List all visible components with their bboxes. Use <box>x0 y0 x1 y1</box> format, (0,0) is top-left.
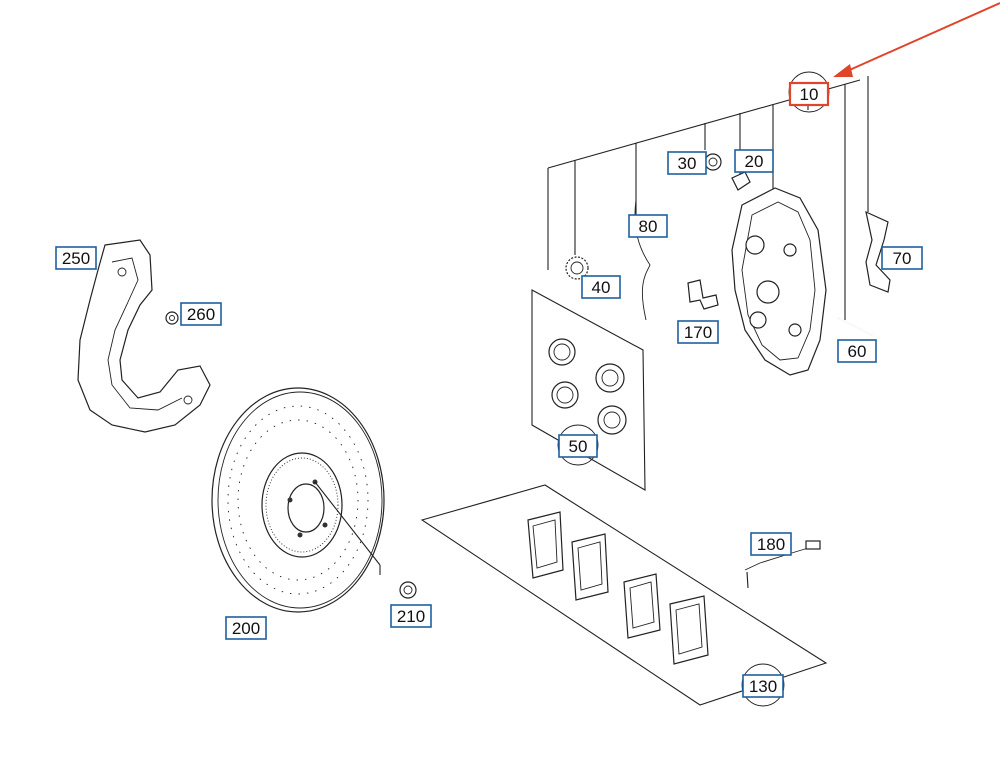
callout-label-30: 30 <box>678 154 697 173</box>
callout-label-10: 10 <box>800 85 819 104</box>
callout-label-250: 250 <box>62 249 90 268</box>
brake-pad-2 <box>571 533 609 601</box>
callout-label-60: 60 <box>848 342 867 361</box>
callout-250[interactable]: 250 <box>55 246 97 270</box>
callout-260[interactable]: 260 <box>180 302 222 326</box>
highlight-arrow <box>833 2 1000 77</box>
wear-sensor-180 <box>744 540 821 589</box>
callout-label-200: 200 <box>232 619 260 638</box>
callout-30[interactable]: 30 <box>667 151 707 175</box>
pin-60 <box>837 317 873 336</box>
callout-50[interactable]: 50 <box>557 424 599 466</box>
brake-pad-1 <box>527 511 564 579</box>
callout-label-20: 20 <box>745 152 764 171</box>
callout-210[interactable]: 210 <box>390 604 432 628</box>
brake-pad-panel <box>420 484 828 706</box>
callout-60[interactable]: 60 <box>837 339 877 363</box>
nut-210 <box>399 581 417 599</box>
brake-pad-4 <box>669 595 709 665</box>
brake-disc <box>211 387 385 613</box>
brake-pad-3 <box>623 573 661 639</box>
callout-label-130: 130 <box>749 677 777 696</box>
dust-cap-40 <box>565 256 589 280</box>
callout-label-170: 170 <box>684 323 712 342</box>
callout-80[interactable]: 80 <box>628 214 668 238</box>
bolt-170 <box>687 279 719 310</box>
dust-shield <box>77 239 211 433</box>
bolt-260 <box>165 311 179 325</box>
callout-20[interactable]: 20 <box>734 149 774 173</box>
callout-label-70: 70 <box>893 249 912 268</box>
callout-label-180: 180 <box>757 535 785 554</box>
callout-200[interactable]: 200 <box>225 616 267 640</box>
callout-label-80: 80 <box>639 217 658 236</box>
callout-130[interactable]: 130 <box>741 663 785 707</box>
callout-180[interactable]: 180 <box>750 532 792 556</box>
callout-label-40: 40 <box>592 278 611 297</box>
callout-70[interactable]: 70 <box>881 246 923 270</box>
callout-label-50: 50 <box>569 437 588 456</box>
callout-170[interactable]: 170 <box>677 320 719 344</box>
bushing-30 <box>704 153 722 171</box>
callout-label-210: 210 <box>397 607 425 626</box>
brake-caliper <box>731 187 827 376</box>
callout-10[interactable]: 10 <box>788 71 830 113</box>
callout-40[interactable]: 40 <box>581 275 621 299</box>
clip-70 <box>865 210 891 293</box>
seal-kit-panel <box>531 289 646 491</box>
callout-label-260: 260 <box>187 305 215 324</box>
bleeder-20 <box>731 171 751 191</box>
